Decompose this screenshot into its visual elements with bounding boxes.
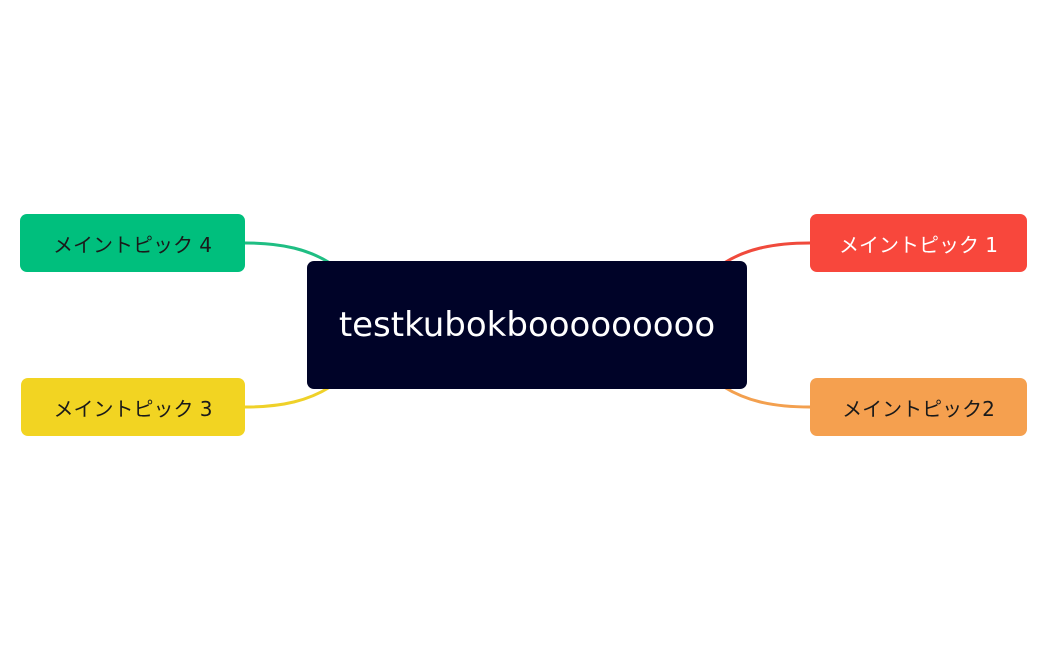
- main-topic-2[interactable]: メイントピック2: [810, 378, 1027, 436]
- connector-topic-2: [722, 385, 812, 409]
- central-topic-label: testkubokbooooooooo: [338, 305, 716, 345]
- connector-topic-3: [243, 385, 332, 409]
- main-topic-3[interactable]: メイントピック 3: [21, 378, 245, 436]
- connector-topic-4: [243, 241, 332, 265]
- main-topic-3-label: メイントピック 3: [53, 396, 213, 421]
- connector-topic-1: [722, 241, 812, 265]
- main-topic-1-label: メイントピック 1: [838, 232, 999, 257]
- central-topic[interactable]: testkubokbooooooooo: [307, 261, 747, 389]
- main-topic-1[interactable]: メイントピック 1: [810, 214, 1027, 272]
- main-topic-4[interactable]: メイントピック 4: [20, 214, 245, 272]
- main-topic-2-label: メイントピック2: [842, 396, 995, 421]
- main-topic-4-label: メイントピック 4: [52, 232, 213, 257]
